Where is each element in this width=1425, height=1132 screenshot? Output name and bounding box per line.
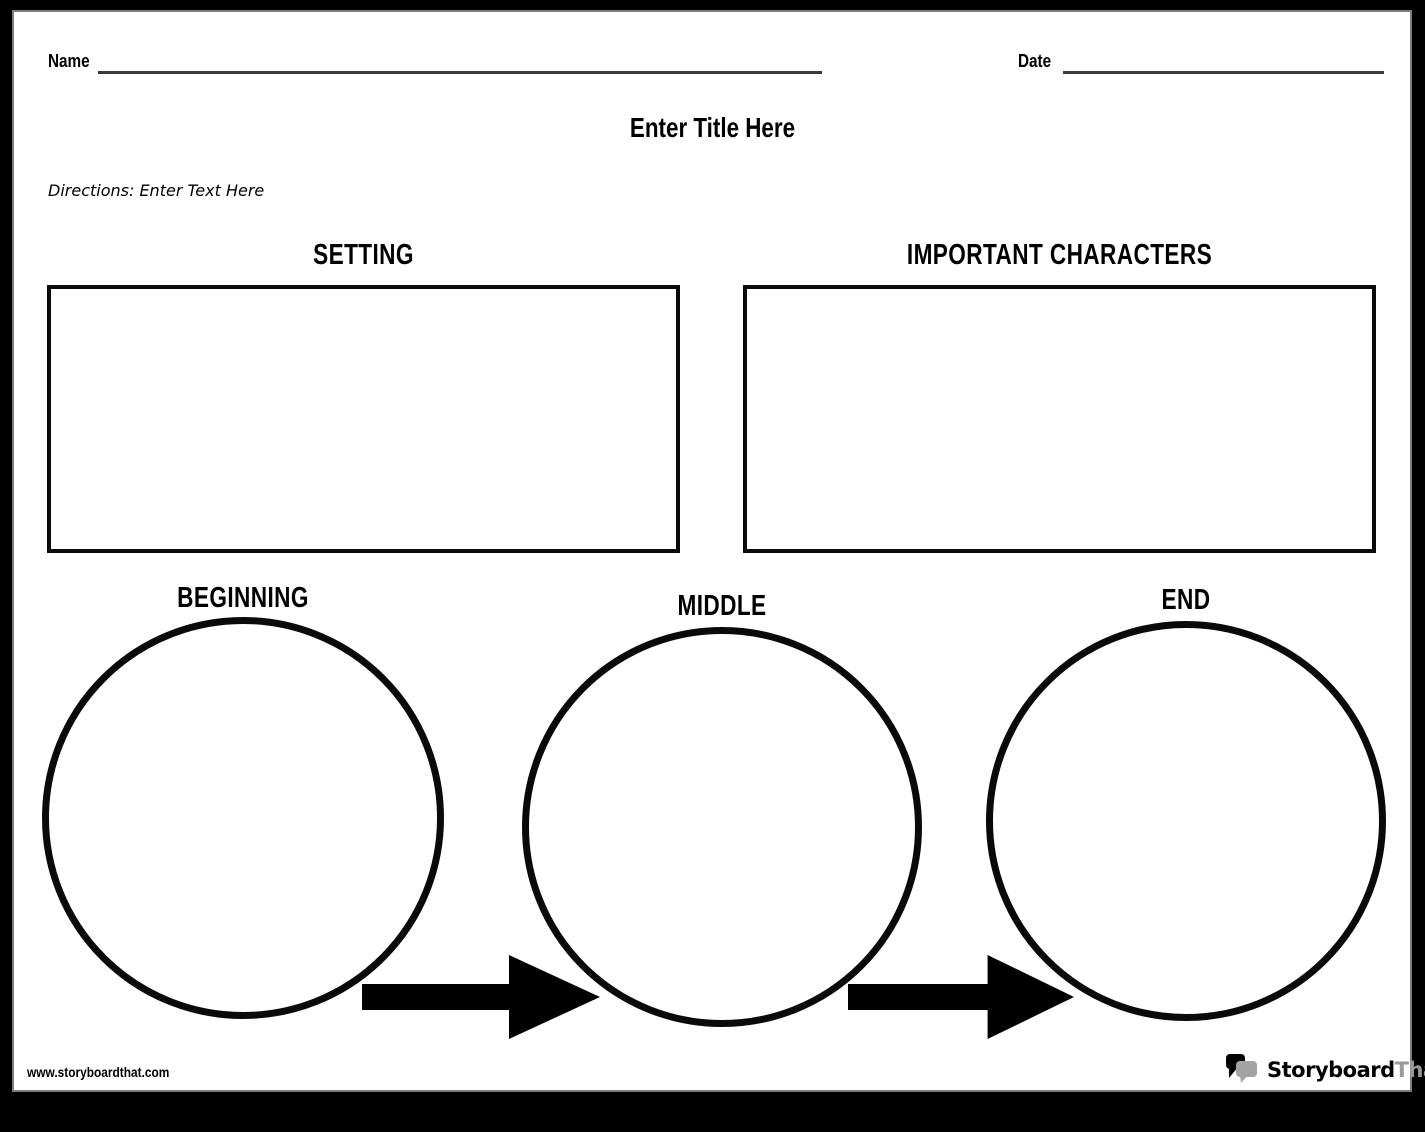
worksheet-title[interactable]: Enter Title Here (629, 112, 796, 143)
middle-heading: MIDDLE (677, 590, 767, 622)
setting-box[interactable] (47, 285, 680, 553)
characters-heading: IMPORTANT CHARACTERS (906, 239, 1213, 271)
setting-heading: SETTING (313, 239, 414, 271)
website-url: www.storyboardthat.com (27, 1064, 170, 1080)
name-fill-line[interactable] (98, 71, 822, 74)
speech-bubbles-icon (1226, 1054, 1257, 1083)
logo-text-primary: Storyboard (1267, 1057, 1395, 1082)
arrow-right-icon (848, 955, 1074, 1039)
arrow-right-icon (362, 955, 600, 1039)
logo-text-secondary: That (1394, 1057, 1425, 1082)
end-circle[interactable] (986, 621, 1386, 1021)
date-fill-line[interactable] (1063, 71, 1384, 74)
storyboardthat-logo: StoryboardThat (1225, 1053, 1425, 1086)
middle-circle[interactable] (522, 627, 922, 1027)
logo-text: StoryboardThat (1267, 1058, 1425, 1082)
beginning-circle[interactable] (42, 617, 444, 1019)
directions-text[interactable]: Directions: Enter Text Here (48, 181, 265, 200)
end-heading: END (1161, 584, 1211, 616)
characters-box[interactable] (743, 285, 1376, 553)
name-label: Name (48, 51, 90, 71)
beginning-heading: BEGINNING (177, 582, 309, 614)
date-label: Date (1018, 51, 1052, 71)
